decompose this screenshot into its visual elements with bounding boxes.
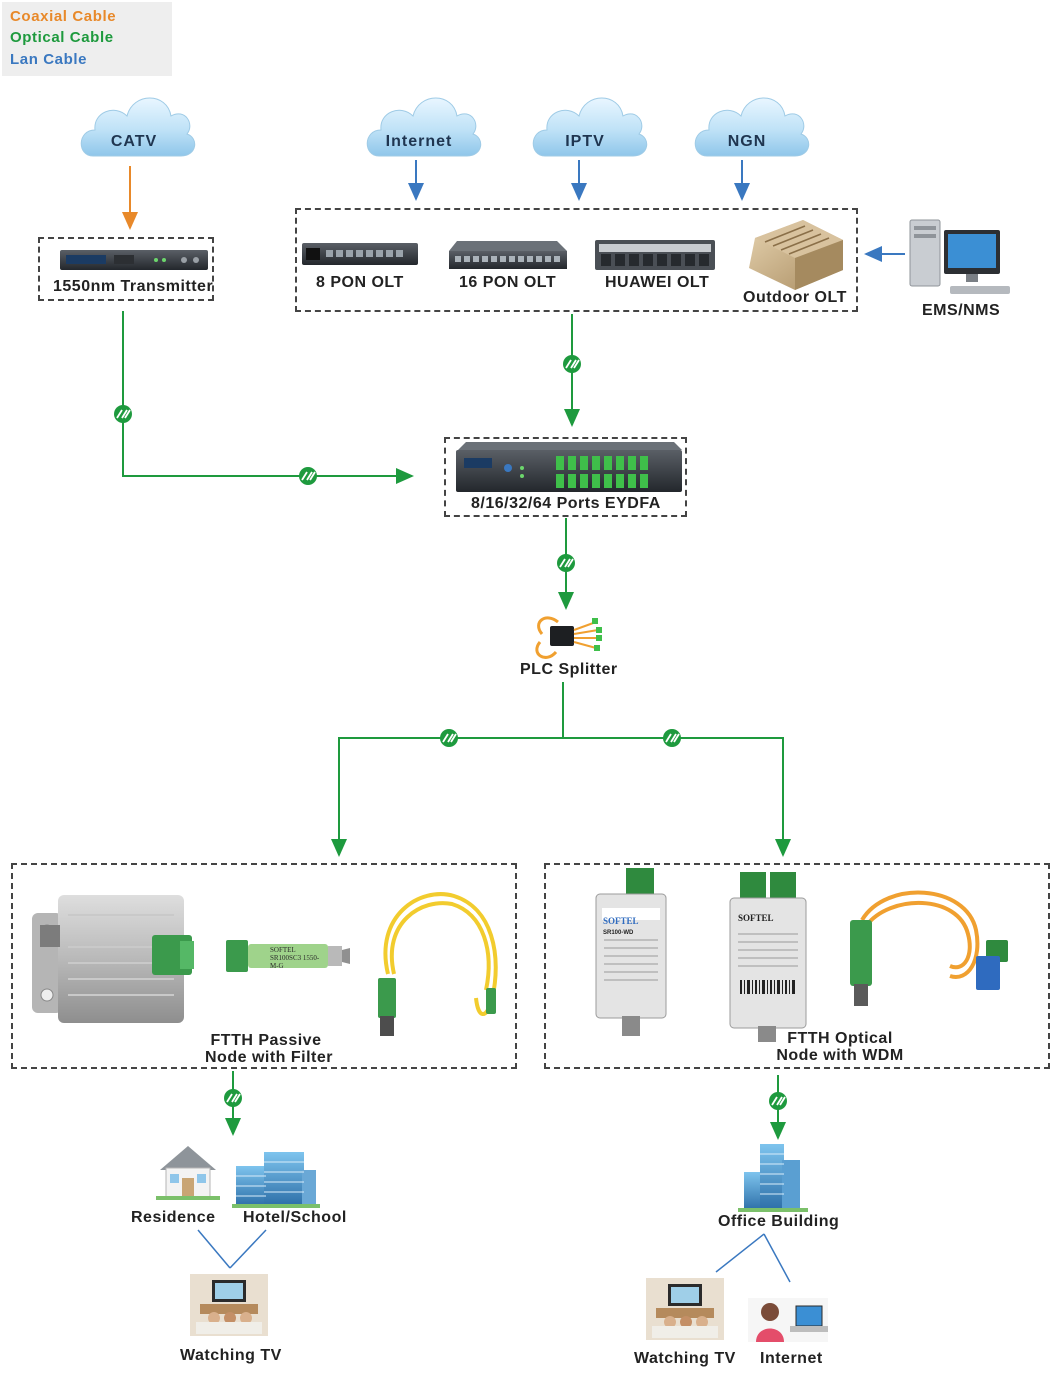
olt-16-device-icon [449, 241, 567, 269]
watching-tv-left-label: Watching TV [180, 1347, 282, 1364]
passive-node-title-line2: Node with Filter [205, 1049, 333, 1066]
internet-endpoint-label: Internet [760, 1350, 823, 1367]
plc-splitter-icon [535, 616, 602, 659]
legend-optical-label: Optical Cable [10, 29, 114, 46]
office-tv-link [715, 1233, 765, 1273]
splitter-label: PLC Splitter [520, 661, 618, 678]
splitter-right-link [563, 737, 791, 857]
passive-node-title-line1: FTTH Passive [210, 1032, 322, 1049]
fiber-patch-cord-icon [378, 892, 498, 1036]
iptv-cloud-icon [532, 97, 648, 157]
watching-tv-right-photo-icon [646, 1278, 724, 1340]
olt-16-label: 16 PON OLT [459, 274, 557, 291]
olt-huawei-label: HUAWEI OLT [605, 274, 710, 291]
catv-cloud-icon [80, 97, 196, 157]
wdm-device-2-brand: SOFTEL [738, 913, 774, 923]
filter-device-text: SOFTEL SR100SC3 1550-M-G [270, 946, 320, 970]
wdm-device-1-model: SR100-WD [603, 930, 634, 936]
wdm-device-1-brand: SOFTEL [603, 916, 639, 926]
residence-tv-link [197, 1229, 231, 1269]
eydfa-box [444, 437, 687, 517]
internet-cloud-icon [366, 97, 482, 157]
iptv-cloud-label: IPTV [565, 133, 605, 150]
internet-user-photo-icon [748, 1298, 828, 1342]
passive-node-device-icon [32, 895, 194, 1023]
residence-house-icon [156, 1146, 220, 1200]
optical-coupler-icon [556, 553, 576, 573]
residence-label: Residence [131, 1209, 216, 1226]
office-internet-link [763, 1233, 791, 1283]
optical-coupler-icon [662, 728, 682, 748]
ems-label: EMS/NMS [922, 302, 1001, 319]
optical-coupler-icon [113, 404, 133, 424]
optical-coupler-icon [439, 728, 459, 748]
olt-8-label: 8 PON OLT [316, 274, 404, 291]
outdoor-olt-device-icon [749, 220, 843, 290]
legend-coaxial-label: Coaxial Cable [10, 8, 117, 25]
transmitter-label: 1550nm Transmitter [53, 278, 214, 295]
optical-coupler-icon [298, 466, 318, 486]
eydfa-device-icon [456, 442, 682, 492]
wdm-receiver-device-1-icon [595, 868, 667, 1036]
office-building-label: Office Building [718, 1213, 840, 1230]
passive-node-box [11, 863, 517, 1069]
olt-8-device-icon [302, 243, 418, 265]
office-building-icon [738, 1144, 808, 1212]
eydfa-label: 8/16/32/64 Ports EYDFA [471, 495, 661, 512]
optical-node-title-line2: Node with WDM [776, 1047, 904, 1064]
olt-group-box [295, 208, 858, 312]
hotel-tv-link [229, 1229, 267, 1269]
hotel-building-icon [232, 1152, 320, 1208]
optical-node-title-line1: FTTH Optical [787, 1030, 893, 1047]
ngn-cloud-icon [694, 97, 810, 157]
inline-filter-icon [226, 940, 350, 972]
wdm-receiver-device-2-icon [729, 872, 807, 1042]
watching-tv-right-label: Watching TV [634, 1350, 736, 1367]
cable-legend: Coaxial Cable Optical Cable Lan Cable [2, 2, 172, 76]
wdm-patch-cord-icon [850, 890, 1008, 1006]
transmitter-box [38, 237, 214, 301]
ngn-cloud-label: NGN [727, 133, 767, 150]
hotel-label: Hotel/School [243, 1209, 347, 1226]
internet-cloud-label: Internet [385, 133, 453, 150]
ems-computer-icon [909, 219, 1010, 294]
optical-coupler-icon [562, 354, 582, 374]
optical-coupler-icon [223, 1088, 243, 1108]
huawei-olt-device-icon [595, 240, 715, 270]
optical-node-box [544, 863, 1050, 1069]
splitter-left-link [331, 682, 564, 857]
transmitter-optical-link [122, 311, 414, 484]
transmitter-device-icon [60, 250, 208, 270]
legend-lan-label: Lan Cable [10, 51, 88, 68]
olt-outdoor-label: Outdoor OLT [743, 289, 847, 306]
watching-tv-left-photo-icon [190, 1274, 268, 1336]
optical-coupler-icon [768, 1091, 788, 1111]
catv-cloud-label: CATV [110, 133, 158, 150]
